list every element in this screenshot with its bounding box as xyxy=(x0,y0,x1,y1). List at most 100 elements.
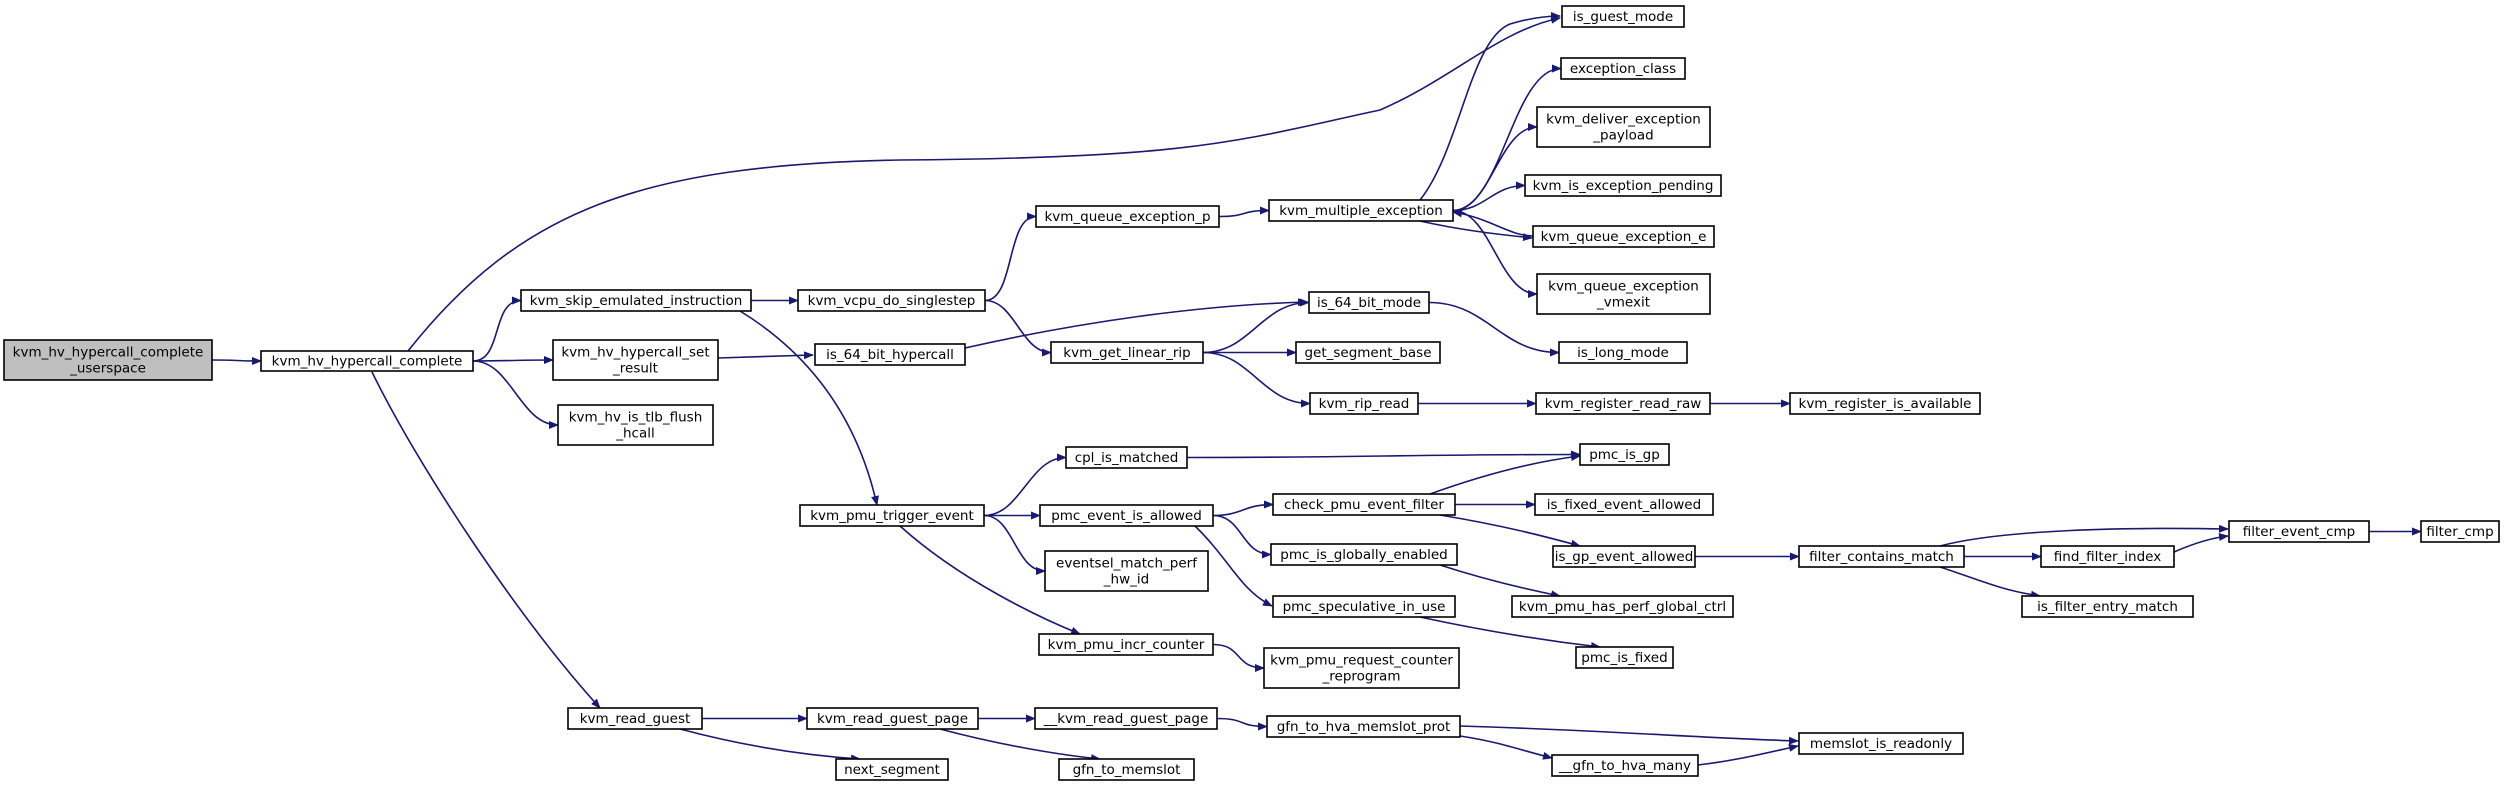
edge-path xyxy=(899,525,1081,635)
node-kvm-pmu-request-counter-reprogram[interactable]: kvm_pmu_request_counter_reprogram xyxy=(1263,647,1460,689)
node-box xyxy=(1561,5,1685,28)
node-gfn-to-hva-memslot-prot[interactable]: gfn_to_hva_memslot_prot xyxy=(1266,715,1461,738)
node-kvm-read-guest[interactable]: kvm_read_guest xyxy=(567,707,703,730)
node-pmc-is-globally-enabled[interactable]: pmc_is_globally_enabled xyxy=(1270,543,1458,566)
node-filter-event-cmp[interactable]: filter_event_cmp xyxy=(2228,520,2370,543)
node-kvm-get-linear-rip[interactable]: kvm_get_linear_rip xyxy=(1050,341,1204,364)
node-label: kvm_hv_hypercall_complete xyxy=(13,345,204,361)
node-box xyxy=(1560,57,1686,80)
node-kvm-is-exception-pending[interactable]: kvm_is_exception_pending xyxy=(1524,174,1722,197)
node-pmc-speculative-in-use[interactable]: pmc_speculative_in_use xyxy=(1272,595,1456,618)
node-gfn-to-memslot[interactable]: gfn_to_memslot xyxy=(1058,758,1195,781)
edge-kvm_multiple_exception-to-is_guest_mode xyxy=(1419,12,1561,201)
node-label: memslot_is_readonly xyxy=(1810,736,1952,752)
node-kvm-skip-emulated-instruction[interactable]: kvm_skip_emulated_instruction xyxy=(520,289,752,312)
node-box xyxy=(1035,205,1220,228)
node-box xyxy=(1266,715,1461,738)
node-kvm-pmu-trigger-event[interactable]: kvm_pmu_trigger_event xyxy=(799,504,985,527)
node-pmc-is-fixed[interactable]: pmc_is_fixed xyxy=(1575,646,1674,669)
edge-path xyxy=(1452,209,1534,237)
node-filter-cmp[interactable]: filter_cmp xyxy=(2420,520,2500,543)
node-box xyxy=(1034,707,1218,730)
node-get-segment-base[interactable]: get_segment_base xyxy=(1295,341,1441,364)
node-label: get_segment_base xyxy=(1304,345,1431,361)
node-box xyxy=(1552,545,1696,568)
node---kvm-read-guest-page[interactable]: __kvm_read_guest_page xyxy=(1034,707,1218,730)
node-pmc-event-is-allowed[interactable]: pmc_event_is_allowed xyxy=(1039,504,1214,527)
edge-kvm_multiple_exception-to-kvm_is_exception_pending xyxy=(1452,181,1526,212)
edge-pmc_event_is_allowed-to-pmc_is_globally_enabled xyxy=(1212,514,1272,559)
node-is-filter-entry-match[interactable]: is_filter_entry_match xyxy=(2021,595,2194,618)
edge-is_64_bit_hypercall-to-is_64_bit_mode xyxy=(964,298,1308,349)
node-label: cpl_is_matched xyxy=(1075,450,1179,466)
edge-filter_contains_match-to-filter_event_cmp xyxy=(1939,524,2229,547)
node-is-gp-event-allowed[interactable]: is_gp_event_allowed xyxy=(1552,545,1696,568)
node-label: kvm_multiple_exception xyxy=(1279,203,1443,219)
node-label: check_pmu_event_filter xyxy=(1284,497,1444,513)
node-box xyxy=(1272,493,1456,516)
edge-kvm_pmu_trigger_event-to-cpl_is_matched xyxy=(983,453,1067,517)
node-kvm-register-is-available[interactable]: kvm_register_is_available xyxy=(1789,392,1981,415)
node-label: kvm_skip_emulated_instruction xyxy=(530,293,743,309)
node-label: is_gp_event_allowed xyxy=(1555,549,1694,565)
edge-path xyxy=(1452,181,1526,212)
node-is-long-mode[interactable]: is_long_mode xyxy=(1558,341,1688,364)
edge-path xyxy=(1429,453,1581,495)
node-kvm-vcpu-do-singlestep[interactable]: kvm_vcpu_do_singlestep xyxy=(797,289,986,312)
node---gfn-to-hva-many[interactable]: __gfn_to_hva_many xyxy=(1551,754,1699,777)
node-cpl-is-matched[interactable]: cpl_is_matched xyxy=(1065,446,1188,469)
node-label: kvm_register_read_raw xyxy=(1545,396,1702,412)
node-kvm-hv-hypercall-set-result[interactable]: kvm_hv_hypercall_set_result xyxy=(552,339,719,381)
node-kvm-hv-hypercall-complete[interactable]: kvm_hv_hypercall_complete xyxy=(260,350,474,372)
node-kvm-rip-read[interactable]: kvm_rip_read xyxy=(1309,392,1419,415)
node-filter-contains-match[interactable]: filter_contains_match xyxy=(1798,545,1965,568)
node-pmc-is-gp[interactable]: pmc_is_gp xyxy=(1579,443,1670,466)
node-box xyxy=(797,289,986,312)
node-next-segment[interactable]: next_segment xyxy=(835,758,949,781)
node-is-guest-mode[interactable]: is_guest_mode xyxy=(1561,5,1685,28)
node-kvm-hv-hypercall-complete-userspace[interactable]: kvm_hv_hypercall_complete_userspace xyxy=(3,339,213,381)
edge-path xyxy=(1218,206,1270,218)
node-kvm-hv-is-tlb-flush-hcall[interactable]: kvm_hv_is_tlb_flush_hcall xyxy=(557,404,714,446)
node-label: is_long_mode xyxy=(1577,345,1669,361)
node-box xyxy=(1309,392,1419,415)
node-kvm-pmu-has-perf-global-ctrl[interactable]: kvm_pmu_has_perf_global_ctrl xyxy=(1511,595,1734,618)
node-exception-class[interactable]: exception_class xyxy=(1560,57,1686,80)
node-is-fixed-event-allowed[interactable]: is_fixed_event_allowed xyxy=(1534,493,1714,516)
node-kvm-multiple-exception[interactable]: kvm_multiple_exception xyxy=(1268,199,1454,222)
node-label: kvm_pmu_request_counter xyxy=(1270,653,1453,669)
node-eventsel-match-perf-hw-id[interactable]: eventsel_match_perf_hw_id xyxy=(1044,550,1209,592)
node-label: kvm_hv_hypercall_set xyxy=(561,345,709,361)
edge-kvm_hv_hypercall_complete_userspace-to-kvm_hv_hypercall_complete xyxy=(211,356,262,365)
node-box xyxy=(3,339,213,381)
node-kvm-read-guest-page[interactable]: kvm_read_guest_page xyxy=(806,707,979,730)
node-check-pmu-event-filter[interactable]: check_pmu_event_filter xyxy=(1272,493,1456,516)
edge-kvm_queue_exception_e-to-kvm_multiple_exception xyxy=(1452,209,1534,237)
node-box xyxy=(2021,595,2194,618)
node-label: is_guest_mode xyxy=(1573,9,1673,25)
node-memslot-is-readonly[interactable]: memslot_is_readonly xyxy=(1798,732,1964,755)
node-kvm-queue-exception-vmexit[interactable]: kvm_queue_exception_vmexit xyxy=(1536,273,1711,315)
node-box xyxy=(567,707,703,730)
edge-path xyxy=(717,351,814,360)
edge-pmc_event_is_allowed-to-check_pmu_event_filter xyxy=(1212,500,1274,517)
node-label: kvm_hv_hypercall_complete xyxy=(272,354,463,370)
node-box xyxy=(2420,520,2500,543)
node-label: _hcall xyxy=(615,426,655,442)
node-kvm-deliver-exception-payload[interactable]: kvm_deliver_exception_payload xyxy=(1536,106,1711,148)
node-box xyxy=(835,758,949,781)
node-is-64-bit-mode[interactable]: is_64_bit_mode xyxy=(1308,291,1430,314)
node-label: _reprogram xyxy=(1322,669,1401,685)
edge-path xyxy=(1419,220,1533,242)
node-is-64-bit-hypercall[interactable]: is_64_bit_hypercall xyxy=(814,343,966,366)
node-label: kvm_pmu_incr_counter xyxy=(1048,637,1205,653)
node-kvm-queue-exception-e[interactable]: kvm_queue_exception_e xyxy=(1532,225,1715,248)
node-kvm-queue-exception-p[interactable]: kvm_queue_exception_p xyxy=(1035,205,1220,228)
edge-path xyxy=(1202,351,1311,408)
node-box xyxy=(1295,341,1441,364)
node-kvm-register-read-raw[interactable]: kvm_register_read_raw xyxy=(1535,392,1711,415)
node-find-filter-index[interactable]: find_filter_index xyxy=(2040,545,2175,568)
node-kvm-pmu-incr-counter[interactable]: kvm_pmu_incr_counter xyxy=(1038,633,1214,656)
